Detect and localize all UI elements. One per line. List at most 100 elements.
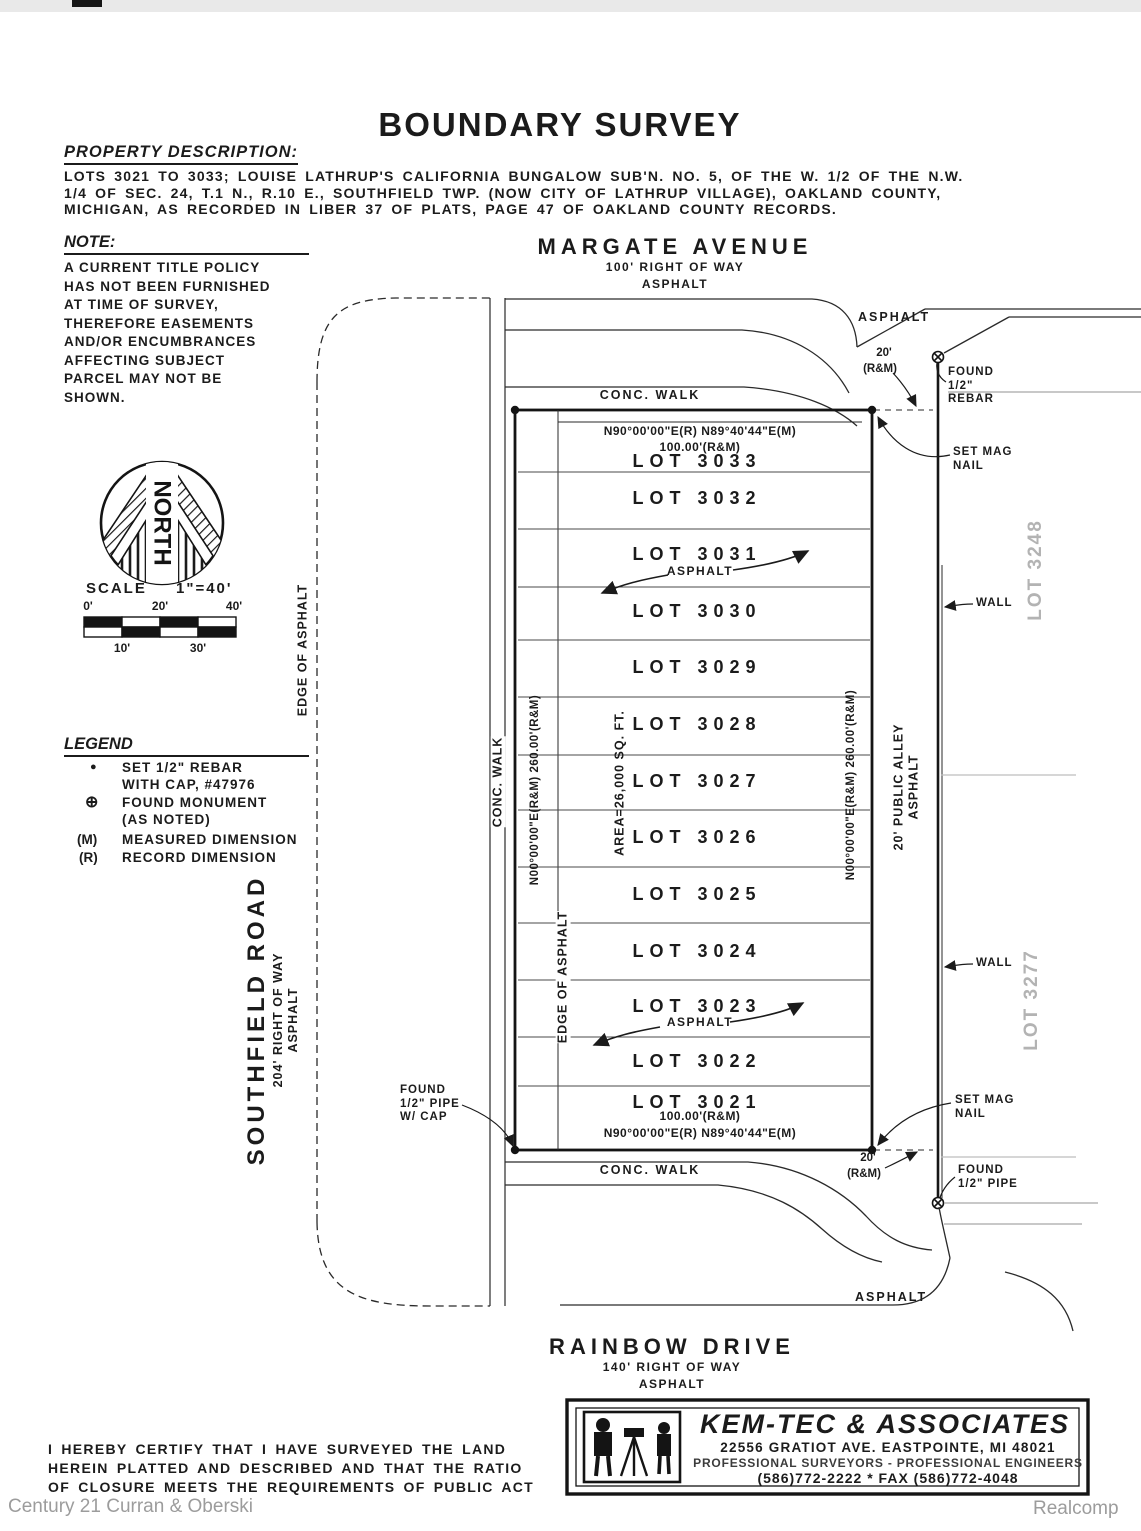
found-rebar-label: FOUND 1/2" REBAR	[948, 366, 994, 407]
lot-label-3030: LOT 3030	[632, 601, 762, 621]
certification-text: I HEREBY CERTIFY THAT I HAVE SURVEYED TH…	[48, 1440, 534, 1497]
property-description: LOTS 3021 TO 3033; LOUISE LATHRUP'S CALI…	[64, 168, 963, 218]
found-rebar-line: REBAR	[948, 393, 994, 406]
east-dimension: N00°00'00"E(R&M) 260.00'(R&M)	[845, 689, 858, 881]
scale-tick-40: 40'	[225, 599, 243, 613]
watermark-left: Century 21 Curran & Oberski	[8, 1496, 253, 1517]
wall-label-upper: WALL	[976, 597, 1013, 609]
property-description-heading: PROPERTY DESCRIPTION:	[64, 143, 299, 166]
note-line: THEREFORE EASEMENTS	[64, 315, 255, 331]
lot-label-3022: LOT 3022	[632, 1051, 762, 1071]
street-southfield-surface: ASPHALT	[286, 987, 301, 1053]
asphalt-label-bottomright: ASPHALT	[855, 1290, 928, 1304]
found-pipe-line: FOUND	[958, 1164, 1004, 1176]
found-pipe-label: FOUND 1/2" PIPE	[958, 1164, 1018, 1191]
legend-set-rebar-line1: SET 1/2" REBAR	[122, 760, 243, 775]
watermark-right: Realcomp	[1033, 1498, 1119, 1519]
found-rebar-line: 1/2"	[948, 379, 974, 392]
certification-line: HEREIN PLATTED AND DESCRIBED AND THAT TH…	[48, 1460, 523, 1476]
tie-rm-top: (R&M)	[863, 363, 897, 375]
lot-label-3033: LOT 3033	[632, 451, 762, 471]
certification-line: OF CLOSURE MEETS THE REQUIREMENTS OF PUB…	[48, 1479, 535, 1495]
certification-line: I HEREBY CERTIFY THAT I HAVE SURVEYED TH…	[48, 1441, 507, 1457]
scan-artifact	[72, 0, 102, 7]
scale-tick-30: 30'	[189, 641, 207, 655]
found-pipe-line: 1/2" PIPE	[958, 1177, 1018, 1190]
conc-walk-label-west: CONC. WALK	[490, 736, 506, 828]
area-label: AREA=26,000 SQ. FT.	[612, 710, 627, 856]
north-arrow: NORTH	[99, 460, 225, 586]
company-tagline: PROFESSIONAL SURVEYORS - PROFESSIONAL EN…	[693, 1456, 1083, 1470]
tie-dist-top: 20'	[876, 347, 892, 359]
lot-label-3029: LOT 3029	[632, 657, 762, 677]
lot-label-3024: LOT 3024	[632, 941, 762, 961]
note-line: AFFECTING SUBJECT	[64, 352, 226, 368]
scale-label: SCALE	[86, 580, 147, 597]
property-description-line: MICHIGAN, AS RECORDED IN LIBER 37 OF PLA…	[64, 201, 838, 218]
lot-label-3032: LOT 3032	[632, 488, 762, 508]
set-mag-line: NAIL	[955, 1107, 986, 1120]
wall-label-lower: WALL	[976, 957, 1013, 969]
north-distance: 100.00'(R&M)	[659, 440, 741, 454]
set-rebar-symbol: ●	[90, 761, 97, 773]
north-bearing: N90°00'00"E(R) N89°40'44"E(M)	[603, 424, 797, 438]
lot-label-3021: LOT 3021	[632, 1092, 762, 1112]
lot-label-3023: LOT 3023	[632, 996, 762, 1016]
legend-heading: LEGEND	[64, 735, 309, 758]
asphalt-annotation-lower: ASPHALT	[666, 1015, 734, 1029]
note-line: AT TIME OF SURVEY,	[64, 297, 219, 312]
street-rainbow-row: 140' RIGHT OF WAY	[602, 1360, 742, 1374]
set-mag-nail-label-top: SET MAG NAIL	[953, 446, 1012, 473]
conc-walk-label-top: CONC. WALK	[599, 388, 701, 402]
lot-label-3028: LOT 3028	[632, 714, 762, 734]
scale-tick-20: 20'	[151, 599, 169, 613]
title-block-border	[565, 1398, 1090, 1496]
west-dimension: N00°00'00"E(R&M) 260.00'(R&M)	[529, 694, 542, 886]
note-text: A CURRENT TITLE POLICY HAS NOT BEEN FURN…	[64, 259, 271, 407]
street-southfield: SOUTHFIELD ROAD 204' RIGHT OF WAY ASPHAL…	[243, 875, 301, 1166]
set-mag-line: SET MAG	[953, 446, 1013, 458]
lot-label-3026: LOT 3026	[632, 827, 762, 847]
found-pipe-cap-line: FOUND	[400, 1084, 446, 1096]
set-mag-line: SET MAG	[955, 1094, 1015, 1106]
set-mag-nail-label-bottom: SET MAG NAIL	[955, 1094, 1014, 1121]
legend-set-rebar-line2: WITH CAP, #47976	[122, 777, 256, 792]
found-rebar-line: FOUND	[948, 366, 994, 378]
set-mag-line: NAIL	[953, 459, 984, 472]
found-monument-symbol-glyph: ⊕	[85, 794, 99, 811]
legend-measured-text: MEASURED DIMENSION	[122, 832, 298, 847]
street-southfield-name: SOUTHFIELD ROAD	[243, 874, 271, 1166]
street-southfield-row: 204' RIGHT OF WAY	[271, 952, 286, 1088]
legend-measured-symbol: (M)	[77, 832, 98, 847]
adjacent-lot-3248: LOT 3248	[1024, 519, 1046, 621]
note-line: A CURRENT TITLE POLICY	[64, 260, 261, 275]
lot-label-3031: LOT 3031	[632, 544, 762, 564]
street-rainbow-name: RAINBOW DRIVE	[549, 1334, 795, 1359]
edge-of-asphalt-label-road: EDGE OF ASPHALT	[295, 583, 310, 717]
alley-label-line2: ASPHALT	[906, 754, 920, 820]
legend-record-symbol: (R)	[79, 850, 98, 865]
adjacent-lot-3277: LOT 3277	[1020, 949, 1042, 1051]
scale-ratio: 1"=40'	[176, 580, 233, 597]
alley-label-line1: 20' PUBLIC ALLEY	[891, 723, 906, 851]
note-line: AND/OR ENCUMBRANCES	[64, 334, 257, 349]
street-margate-name: MARGATE AVENUE	[537, 234, 813, 259]
street-margate-row: 100' RIGHT OF WAY	[605, 260, 745, 274]
page-title: BOUNDARY SURVEY	[378, 106, 742, 143]
lot-label-3025: LOT 3025	[632, 884, 762, 904]
property-description-line: LOTS 3021 TO 3033; LOUISE LATHRUP'S CALI…	[64, 168, 964, 184]
scale-tick-0: 0'	[83, 599, 93, 613]
legend-found-monument-line1: FOUND MONUMENT	[122, 795, 268, 810]
street-rainbow-surface: ASPHALT	[638, 1377, 706, 1391]
south-bearing: N90°00'00"E(R) N89°40'44"E(M)	[603, 1126, 797, 1140]
scale-tick-10: 10'	[113, 641, 131, 655]
asphalt-label-topright: ASPHALT	[858, 310, 931, 324]
scale-bar	[83, 616, 237, 638]
company-address: 22556 GRATIOT AVE. EASTPOINTE, MI 48021	[720, 1440, 1056, 1455]
surveyor-logo-icon	[582, 1410, 682, 1484]
note-line: HAS NOT BEEN FURNISHED	[64, 278, 271, 294]
note-heading: NOTE:	[64, 233, 309, 256]
found-monument-symbol	[931, 350, 945, 1210]
scan-edge-band	[0, 0, 1141, 12]
